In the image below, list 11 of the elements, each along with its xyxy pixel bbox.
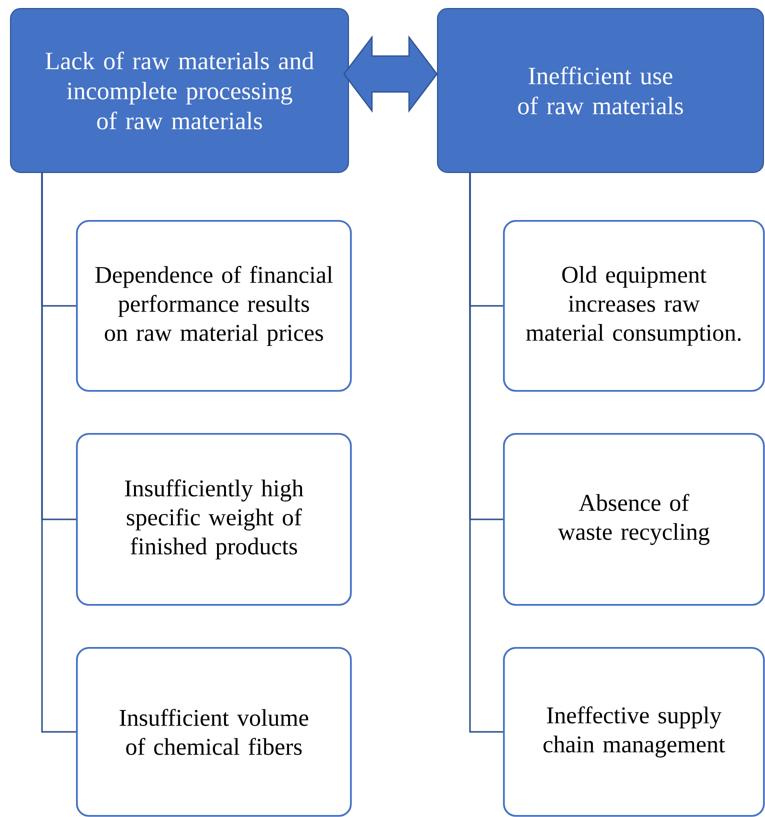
cause-box: Absence of waste recycling — [503, 433, 765, 606]
connector-line — [41, 173, 76, 733]
double-arrow — [343, 35, 438, 113]
cause-box: Old equipment increases raw material consumption. — [503, 220, 765, 392]
heading-box: Lack of raw materials and incomplete processing of raw materials — [10, 8, 349, 173]
heading-box: Inefficient use of raw materials — [437, 8, 764, 173]
cause-box: Ineffective supply chain management — [503, 647, 765, 817]
connector-line — [469, 173, 503, 733]
cause-box: Dependence of financial performance results on raw material prices — [76, 220, 352, 392]
cause-box: Insufficiently high specific weight of finished products — [76, 433, 352, 606]
cause-box: Insufficient volume of chemical fibers — [76, 647, 352, 817]
